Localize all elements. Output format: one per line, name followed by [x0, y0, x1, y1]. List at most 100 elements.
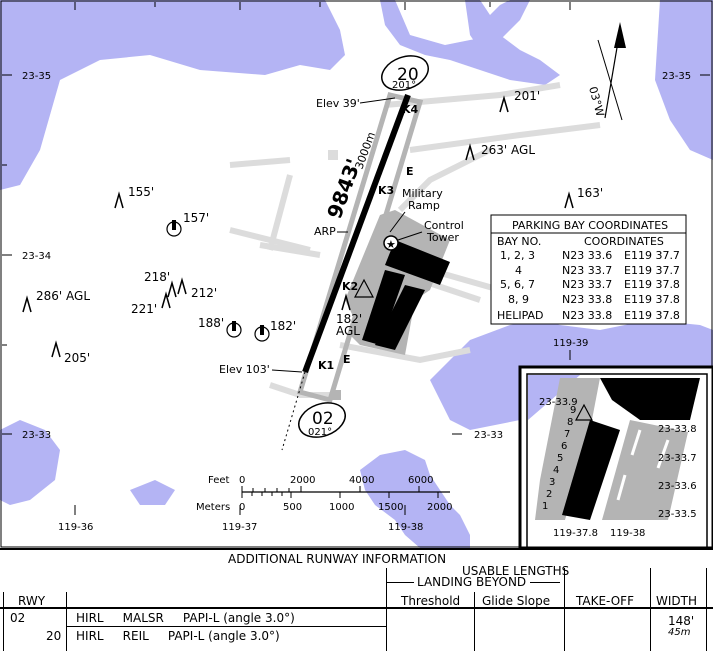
elevation-north-label: Elev 39' — [316, 97, 360, 110]
obstacle-182: 182' — [254, 319, 296, 342]
scale-feet-tick: 2000 — [290, 475, 315, 486]
scale-feet-tick: 0 — [239, 475, 245, 486]
runway-width-feet: 148' — [668, 614, 695, 628]
svg-text:157': 157' — [183, 211, 209, 225]
parking-row-lat: N23 33.8 — [562, 293, 612, 306]
lon-label-119-39: 119-39 — [553, 338, 588, 349]
svg-text:182': 182' — [270, 319, 296, 333]
obstacle-182-agl-label-1: 182' — [336, 312, 362, 326]
inset-bay-label: 9 — [570, 405, 576, 416]
parking-col-bay: BAY NO. — [497, 235, 541, 248]
usable-lengths-label: USABLE LENGTHS — [462, 564, 570, 578]
obstacle-205: 205' — [51, 340, 90, 365]
obstacle-263-agl: 263' AGL — [465, 143, 535, 161]
inset-bay-label: 3 — [549, 477, 555, 488]
helipad-warning-icon — [354, 278, 374, 298]
magnetic-variation-label: 03°W — [586, 85, 606, 118]
inset-bay-label: 1 — [542, 501, 548, 512]
runway-end-02-heading: 021° — [308, 427, 332, 438]
water-south-left — [360, 450, 470, 548]
obstacle-163: 163' — [564, 186, 603, 209]
parking-table-title: PARKING BAY COORDINATES — [512, 219, 668, 232]
parking-row-bay: 5, 6, 7 — [500, 278, 535, 291]
runway-width-meters: 45m — [668, 627, 691, 638]
parking-row-lon: E119 37.7 — [624, 249, 680, 262]
parking-row-bay: 8, 9 — [508, 293, 529, 306]
control-tower-label-1: Control — [424, 219, 464, 232]
lat-label-23-35-right: 23-35 — [662, 71, 691, 82]
svg-text:★: ★ — [386, 238, 396, 251]
inset-bay-label: 4 — [553, 465, 559, 476]
obstacle-212: 212' — [177, 277, 217, 300]
parallel-taxiway — [296, 92, 424, 404]
obstacles: 201' 263' AGL 163' 155' 157' 218' 212' — [22, 89, 603, 365]
additional-runway-information: ADDITIONAL RUNWAY INFORMATION USABLE LEN… — [0, 548, 713, 651]
runway-end-02: 02 021° — [298, 402, 346, 438]
buildings — [328, 150, 450, 400]
taxiway-k4-label: K4 — [402, 103, 419, 116]
parking-row-lat: N23 33.6 — [562, 249, 612, 262]
lat-label-23-34: 23-34 — [22, 251, 51, 262]
svg-text:221': 221' — [131, 302, 157, 316]
lon-label-119-37: 119-37 — [222, 522, 257, 533]
inset-bay-label: 5 — [557, 453, 563, 464]
graticule: 23-35 23-35 23-34 23-33 23-33 119-36 119… — [2, 2, 710, 533]
runway-end-20: 20 201° — [381, 55, 429, 91]
parking-row-bay: 4 — [515, 264, 522, 277]
taxiway-k2-label: K2 — [342, 280, 358, 293]
runway-info-title: ADDITIONAL RUNWAY INFORMATION — [228, 552, 447, 566]
scale-meters-tick: 0 — [239, 502, 245, 513]
water-northwest — [0, 0, 345, 190]
taxiway-e-north-label: E — [406, 165, 414, 178]
elevation-south-label: Elev 103' — [219, 363, 270, 376]
runway-row-rwy: 20 — [46, 629, 62, 643]
runway-extension-marking — [281, 371, 306, 451]
water-north-channel — [465, 0, 530, 50]
col-width: WIDTH — [656, 594, 697, 608]
inset-lat-label: 23-33.5 — [658, 509, 697, 520]
landing-beyond-label: LANDING BEYOND — [417, 575, 527, 589]
runway-end-20-label: 20 — [397, 65, 419, 85]
col-glide-slope: Glide Slope — [482, 594, 551, 608]
svg-text:286' AGL: 286' AGL — [36, 289, 90, 303]
arp-label: ARP — [314, 225, 336, 238]
taxiway-k1-label: K1 — [318, 359, 334, 372]
inset-bay-label: 8 — [567, 417, 573, 428]
roads — [229, 82, 601, 398]
svg-text:205': 205' — [64, 351, 90, 365]
inset-lon-left: 119-37.8 — [553, 528, 598, 539]
parking-row-lon: E119 37.8 — [624, 309, 680, 322]
lat-label-23-35-left: 23-35 — [22, 71, 51, 82]
parking-row-lon: E119 37.7 — [624, 264, 680, 277]
obstacle-286-agl: 286' AGL — [22, 289, 90, 313]
obstacle-157: 157' — [166, 211, 209, 237]
scale-meters-tick: 1500 — [378, 502, 403, 513]
parking-row-lon: E119 37.8 — [624, 293, 680, 306]
scale-feet-tick: 4000 — [349, 475, 374, 486]
scale-meters-label: Meters — [196, 502, 230, 513]
inset-lon-right: 119-38 — [610, 528, 645, 539]
inset-bay-label: 7 — [564, 429, 570, 440]
north-arrow-icon: 03°W — [586, 22, 626, 121]
parking-row-bay: HELIPAD — [497, 309, 544, 322]
parking-row-lat: N23 33.7 — [562, 278, 612, 291]
scale-feet-label: Feet — [208, 475, 230, 486]
inset-lat-label: 23-33.8 — [658, 424, 697, 435]
runway-row-lights: HIRL REIL PAPI-L (angle 3.0°) — [76, 629, 280, 643]
parking-bay-table: PARKING BAY COORDINATES BAY NO. COORDINA… — [490, 214, 687, 325]
runway-end-02-label: 02 — [312, 409, 334, 429]
parking-row-lon: E119 37.8 — [624, 278, 680, 291]
scale-meters-tick: 1000 — [329, 502, 354, 513]
water-north-center — [380, 0, 560, 85]
runway-row-rwy: 02 — [10, 611, 26, 625]
water-south-small — [130, 480, 175, 505]
col-threshold: Threshold — [401, 594, 461, 608]
inset-lat-top: 23-33.9 — [539, 397, 578, 408]
scale-feet-tick: 6000 — [408, 475, 433, 486]
taxiway-e-south-label: E — [343, 353, 351, 366]
svg-text:263' AGL: 263' AGL — [481, 143, 535, 157]
col-takeoff: TAKE-OFF — [576, 594, 634, 608]
obstacle-201: 201' — [499, 89, 540, 113]
obstacle-221: 221' — [131, 291, 171, 316]
lat-label-23-33-right: 23-33 — [474, 430, 503, 441]
